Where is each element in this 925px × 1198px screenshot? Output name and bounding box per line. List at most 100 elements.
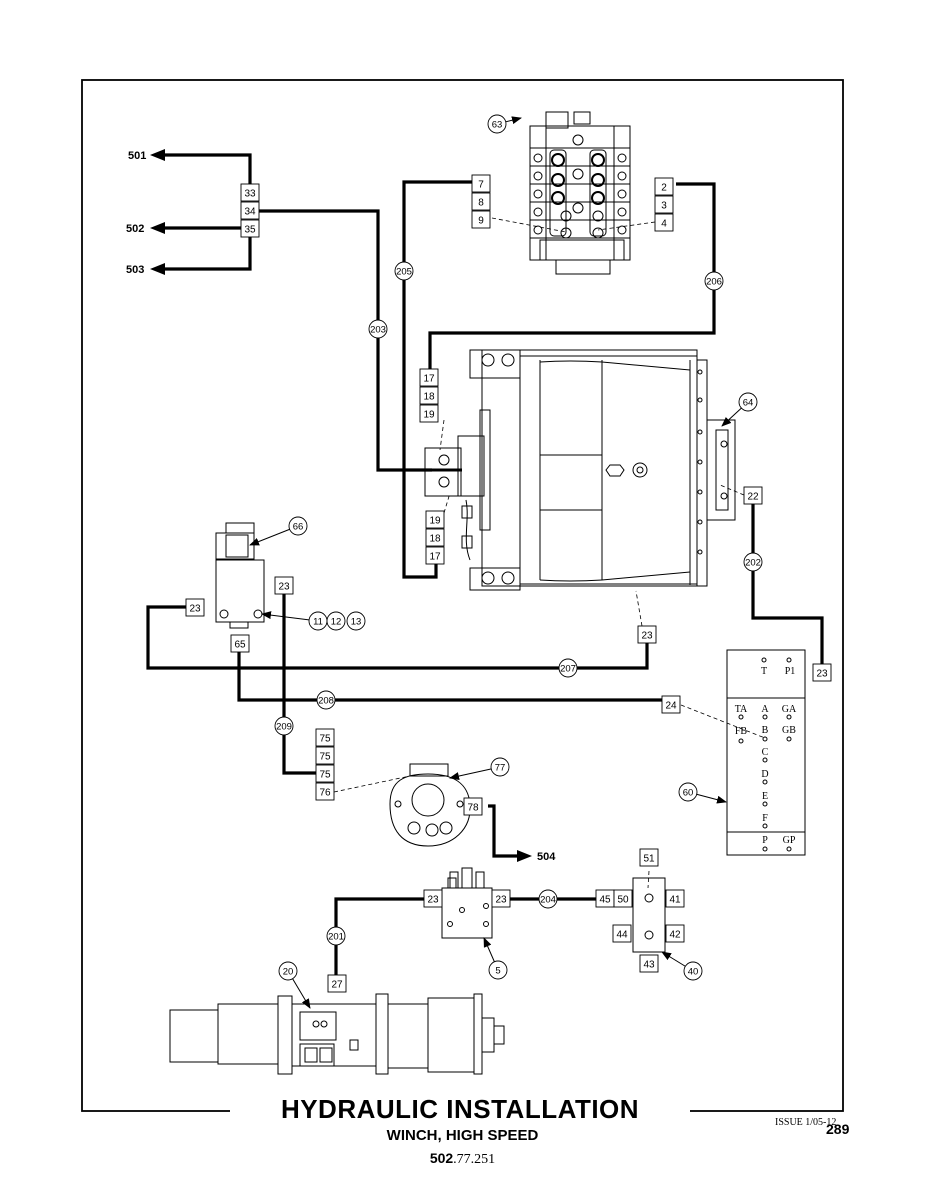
solenoid-valve [215,522,265,629]
tag-label: 13 [351,617,362,628]
line-tag-209: 209 [274,716,294,736]
port-box-78: 78 [463,797,483,816]
port-box-18: 18 [425,528,445,547]
component-tag-66: 66 [249,516,308,546]
port-box-label: 42 [669,930,681,941]
port-box-42: 42 [665,924,685,943]
port-box-label: 9 [478,216,484,227]
line-205 [402,180,472,579]
tag-label: 66 [293,522,304,533]
arrow-label-501: 501 [128,150,146,162]
port-box-24: 24 [661,695,681,714]
component-tag-77: 77 [449,757,510,780]
port-box-label: 7 [478,180,484,191]
port-box-label: 19 [429,516,441,527]
port-box-17: 17 [425,546,445,565]
line-209 [282,594,316,775]
port-box-33: 33 [240,183,260,202]
diagram-frame [81,79,844,1112]
line-504 [488,804,522,858]
port-box-18: 18 [419,386,439,405]
port-label-d: D [761,769,768,780]
port-box-label: 17 [423,374,435,385]
port-box-label: 23 [816,669,828,680]
port-box-27: 27 [327,974,347,993]
line-tag-207: 207 [558,658,578,678]
component-tag-12: 12 [326,611,346,631]
line-tag-205: 205 [394,261,414,281]
port-box-23: 23 [637,625,657,644]
pump-assembly [169,993,505,1075]
tag-label: 203 [370,325,386,336]
port-label-p1: P1 [785,666,796,677]
port-box-23: 23 [423,889,443,908]
component-tag-13: 13 [346,611,366,631]
port-box-43: 43 [639,954,659,973]
port-label-t: T [761,666,767,677]
port-box-75: 75 [315,728,335,747]
port-box-label: 23 [641,631,653,642]
port-box-34: 34 [240,201,260,220]
control-valve [529,111,631,275]
port-label-e: E [762,791,768,802]
line-201 [334,897,424,975]
port-box-17: 17 [419,368,439,387]
line-tag-202: 202 [743,552,763,572]
port-box-label: 23 [189,604,201,615]
component-tag-20: 20 [278,961,311,1009]
part-number: 502.77.251 [380,1150,545,1168]
page-number: 289 [826,1121,850,1137]
winch-drum [424,349,736,591]
port-box-51: 51 [639,848,659,867]
tag-label: 12 [331,617,342,628]
line-208 [237,651,662,702]
tag-label: 204 [540,895,556,906]
arrow-label-503: 503 [126,264,144,276]
line-207 [146,605,649,670]
port-box-label: 17 [429,552,441,563]
port-label-a: A [761,704,769,715]
port-box-23: 23 [812,663,832,682]
port-box-label: 76 [319,788,331,799]
port-label-c: C [762,747,769,758]
tag-label: 63 [492,120,503,131]
tag-label: 205 [396,267,412,278]
port-box-23: 23 [185,598,205,617]
port-boxes: 3334357892341718191918172223232365232475… [185,174,832,993]
port-box-label: 50 [617,895,629,906]
port-box-4: 4 [654,213,674,232]
port-box-label: 65 [234,640,246,651]
component-tag-40: 40 [661,951,703,981]
port-box-label: 75 [319,752,331,763]
port-box-label: 2 [661,183,667,194]
port-label-b: B [762,725,769,736]
port-label-gb: GB [782,725,796,736]
tag-label: 206 [706,277,722,288]
port-box-label: 18 [423,392,435,403]
page-title: HYDRAULIC INSTALLATION [230,1094,690,1125]
port-box-label: 23 [495,895,507,906]
tag-label: 64 [743,398,754,409]
component-tag-11: 11 [261,611,328,631]
port-box-3: 3 [654,195,674,214]
page-subtitle: WINCH, HIGH SPEED [386,1127,539,1144]
port-box-label: 51 [643,854,655,865]
tag-label: 209 [276,722,292,733]
port-label-f: F [762,813,768,824]
port-box-label: 33 [244,189,256,200]
port-label-fb: FB [735,726,748,737]
port-box-label: 8 [478,198,484,209]
tag-label: 202 [745,558,761,569]
port-label-p: P [762,835,768,846]
port-box-label: 18 [429,534,441,545]
port-box-label: 3 [661,201,667,212]
manifold-40 [632,877,666,953]
port-box-22: 22 [743,486,763,505]
port-box-label: 4 [661,219,667,230]
arrow-label-502: 502 [126,223,144,235]
line-tag-208: 208 [316,690,336,710]
tag-label: 77 [495,763,506,774]
port-box-23: 23 [491,889,511,908]
port-box-label: 23 [278,582,290,593]
port-box-44: 44 [612,924,632,943]
